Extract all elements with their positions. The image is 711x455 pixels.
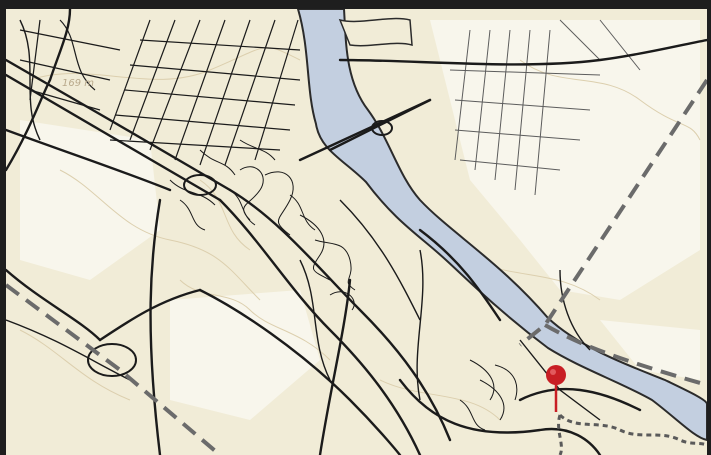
open-land-patches [20, 20, 700, 420]
river [297, 9, 707, 441]
major-roads [6, 9, 707, 455]
interchange-loops [87, 120, 393, 377]
downtown-street-grid [19, 19, 301, 166]
map-canvas[interactable]: 169 m [6, 9, 707, 455]
trail-spur [557, 414, 563, 455]
secondary-roads [6, 19, 601, 421]
map-pin-icon[interactable] [546, 365, 566, 412]
boundary-lines [6, 78, 707, 455]
elevation-label: 169 m [62, 78, 94, 89]
northeast-street-grid [449, 19, 641, 196]
river-island [338, 17, 413, 47]
trail [558, 413, 707, 447]
